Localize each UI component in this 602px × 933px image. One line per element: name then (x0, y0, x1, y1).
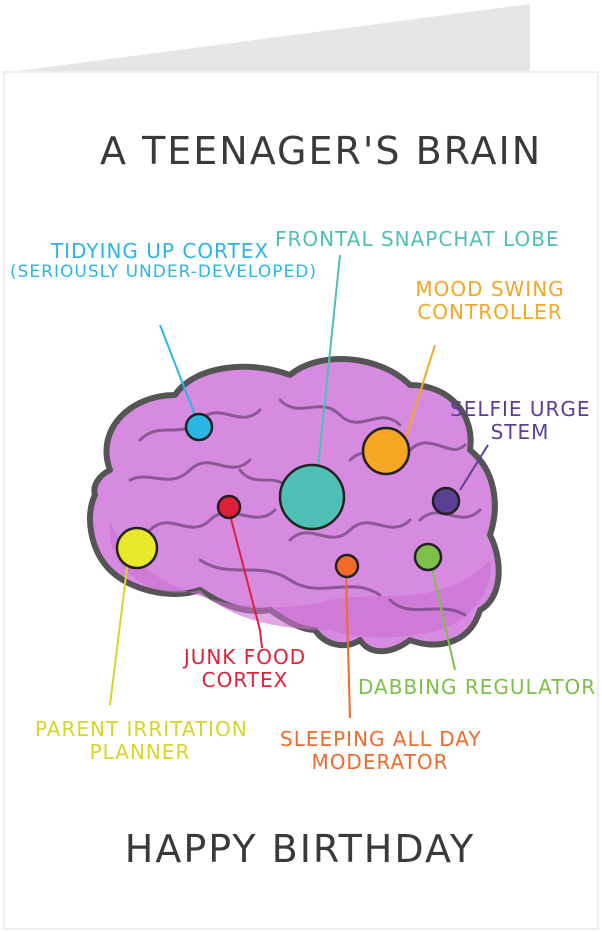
selfie-label: Selfie Urge Stem (450, 398, 590, 444)
frontal-dot (278, 463, 346, 531)
mood-label-line2: Controller (417, 300, 563, 324)
mood-label-line1: Mood Swing (415, 277, 565, 301)
tidying-label-line2: (seriously under-developed) (10, 262, 318, 282)
sleeping-label-line2: Moderator (311, 750, 449, 774)
dabbing-label-line1: Dabbing Regulator (358, 675, 597, 699)
parent-label-line1: Parent Irritation (35, 717, 248, 741)
sleeping-dot (334, 553, 360, 579)
card-back-fold (10, 4, 530, 72)
mood-dot (361, 426, 411, 476)
sleeping-label: Sleeping All Day Moderator (280, 727, 482, 774)
junk-label: Junk Food Cortex (180, 646, 310, 692)
junk-label-line1: Junk Food (183, 645, 307, 669)
dabbing-dot (413, 542, 443, 572)
junk-dot (216, 494, 242, 520)
frontal-label-line1: Frontal Snapchat Lobe (275, 227, 560, 251)
sleeping-label-line1: Sleeping All Day (280, 727, 482, 751)
parent-label: Parent Irritation Planner (35, 717, 248, 764)
selfie-dot (431, 486, 461, 516)
tidying-dot (184, 412, 214, 442)
greeting: Happy Birthday (124, 827, 476, 871)
tidying-label: Tidying up cortex (seriously under-devel… (10, 239, 318, 283)
parent-dot (115, 526, 159, 570)
leader-lines (109, 254, 489, 719)
junk-label-line2: Cortex (201, 668, 289, 692)
dabbing-label: Dabbing Regulator (358, 676, 596, 699)
tidying-label-line1: Tidying up cortex (50, 239, 270, 263)
parent-label-line2: Planner (89, 740, 191, 764)
card-title: A Teenager's Brain (100, 129, 543, 173)
selfie-label-line1: Selfie Urge (450, 397, 591, 421)
selfie-label-line2: Stem (490, 420, 550, 444)
frontal-label: Frontal Snapchat Lobe (275, 228, 560, 251)
mood-label: Mood Swing Controller (410, 278, 570, 324)
